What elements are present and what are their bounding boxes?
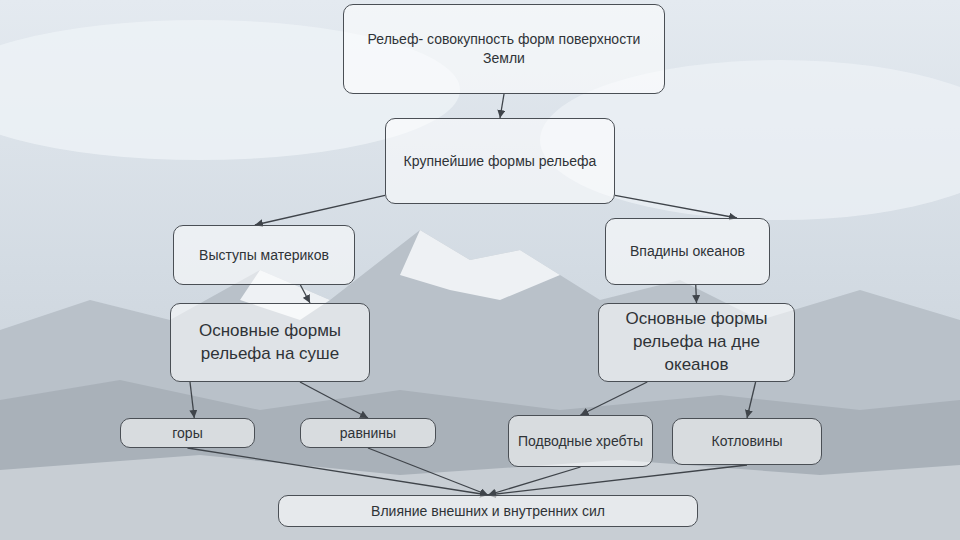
box-label: Влияние внешних и внутренних сил <box>371 502 605 521</box>
connector-arrow <box>500 94 504 118</box>
box-label: Основные формы рельефа на суше <box>179 320 361 366</box>
box-label: Крупнейшие формы рельефа <box>404 152 597 171</box>
box-label: равнины <box>340 424 396 443</box>
connector-arrow <box>747 382 756 418</box>
box-label: Выступы материков <box>199 246 329 265</box>
process-box: Рельеф- совокупность форм поверхности Зе… <box>343 4 665 94</box>
connector-arrow <box>581 382 648 415</box>
box-label: Основные формы рельефа на дне океанов <box>607 308 786 377</box>
process-box: равнины <box>300 418 436 448</box>
box-label: Впадины океанов <box>630 242 745 261</box>
connector-arrow <box>255 195 385 225</box>
box-label: Котловины <box>712 432 783 451</box>
connector-arrow <box>368 448 488 495</box>
process-box: Котловины <box>672 418 822 465</box>
box-label: Подводные хребты <box>518 432 643 451</box>
process-box: Основные формы рельефа на суше <box>170 303 370 382</box>
connector-arrow <box>488 467 581 495</box>
process-box: Крупнейшие формы рельефа <box>385 118 615 204</box>
connector-arrow <box>300 382 368 418</box>
box-label: Рельеф- совокупность форм поверхности Зе… <box>352 30 656 68</box>
box-label: горы <box>172 424 202 443</box>
connector-arrow <box>188 448 489 495</box>
process-box: Впадины океанов <box>605 218 770 285</box>
connector-arrow <box>300 285 310 303</box>
connector-arrow <box>488 465 747 495</box>
process-box: горы <box>120 418 255 448</box>
connector-arrow <box>695 285 697 303</box>
connector-arrow <box>615 195 737 218</box>
process-box: Основные формы рельефа на дне океанов <box>598 303 795 382</box>
process-box: Выступы материков <box>173 225 355 285</box>
process-box: Подводные хребты <box>508 415 653 467</box>
process-box: Влияние внешних и внутренних сил <box>278 495 698 527</box>
connector-arrow <box>190 382 194 418</box>
